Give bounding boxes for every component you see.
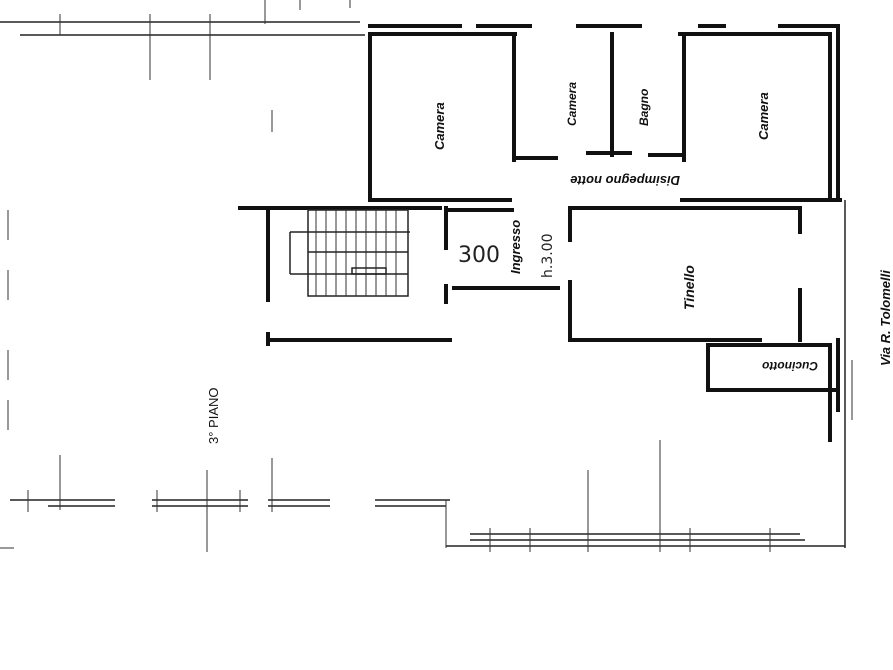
room-label-tinello: Tinello (681, 265, 697, 310)
room-label-ingresso: Ingresso (508, 220, 523, 274)
room-label-bagno: Bagno (637, 89, 651, 126)
room-label-camera-3: Camera (756, 92, 771, 140)
top-boundary-lines (0, 0, 365, 132)
room-label-disimpegno: Disimpegno notte (570, 173, 680, 188)
apartment-walls (238, 24, 842, 442)
room-label-cucinotto: Cucinotto (762, 359, 818, 373)
street-label: Via R. Tolomelli (878, 270, 893, 366)
handwritten-number: 300 (458, 243, 500, 268)
room-label-camera-1: Camera (432, 102, 447, 150)
staircase (289, 209, 410, 297)
room-label-camera-2: Camera (565, 82, 579, 126)
floor-label: 3° PIANO (206, 388, 221, 445)
site-boundary-lines (0, 200, 853, 552)
handwritten-height: h.3.00 (540, 234, 556, 279)
